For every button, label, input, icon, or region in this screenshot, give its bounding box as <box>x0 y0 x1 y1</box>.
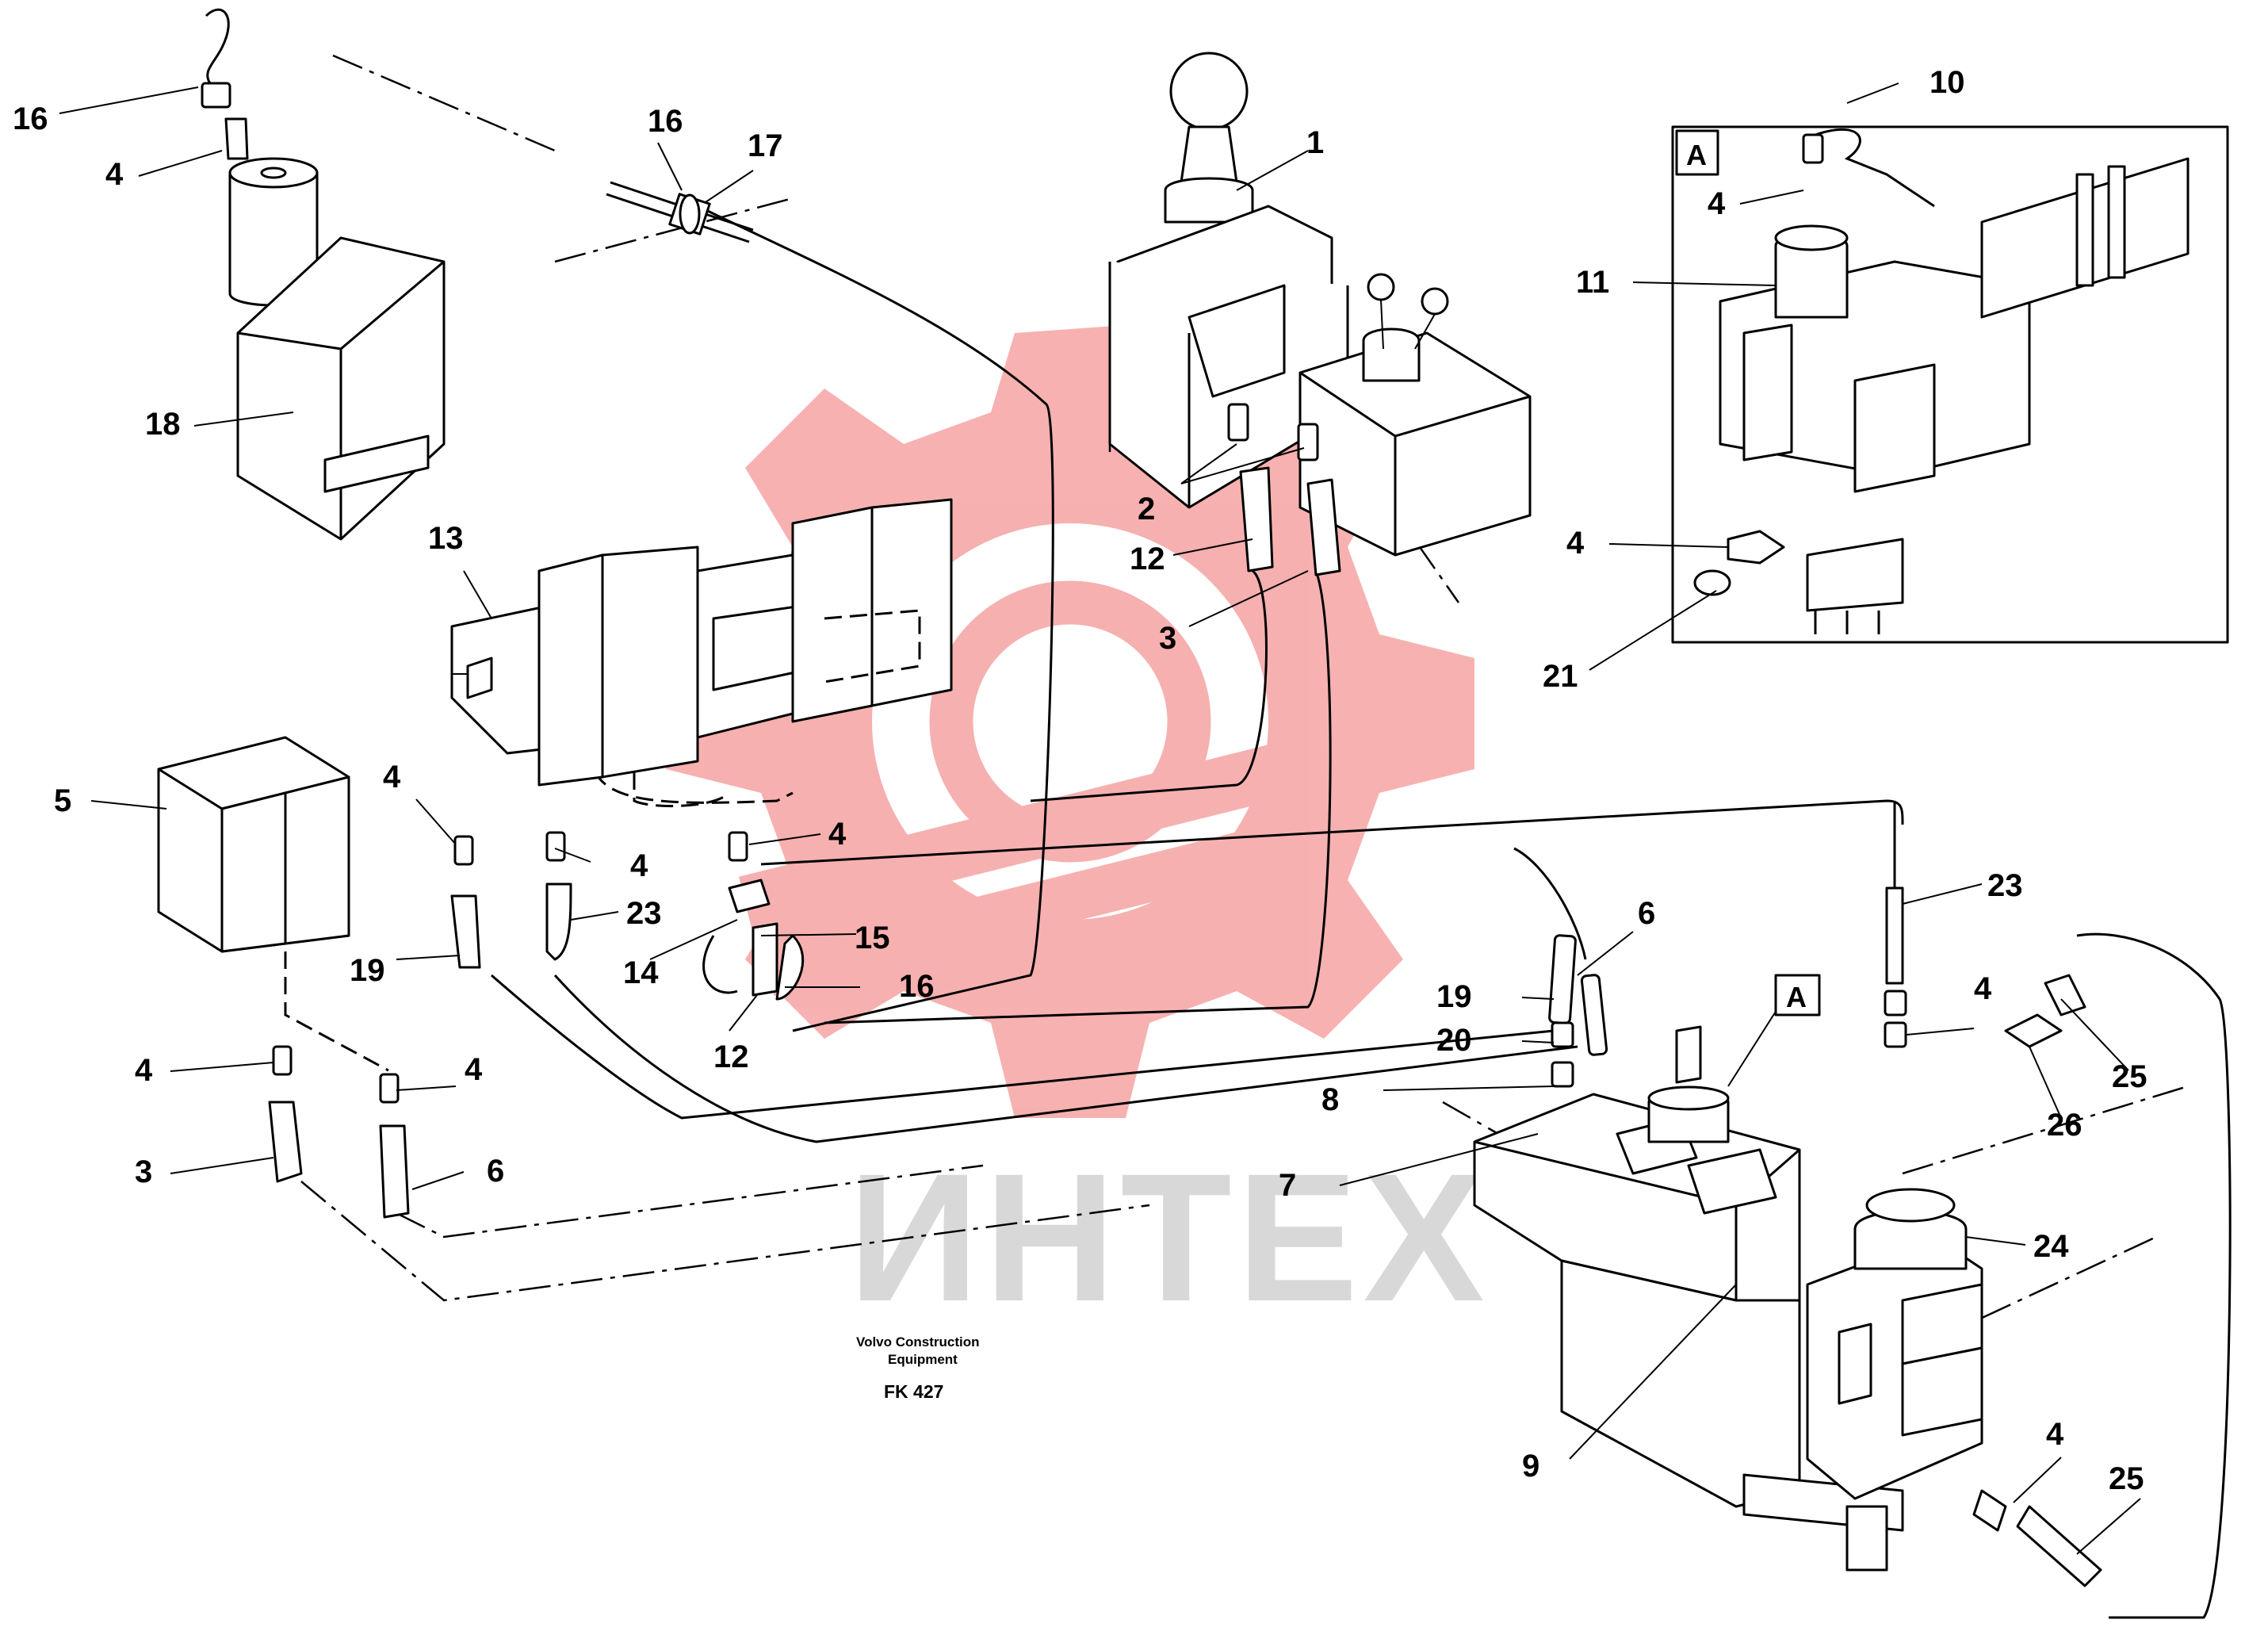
part-label-23: 23 <box>1987 868 2023 903</box>
part-label-7: 7 <box>1279 1168 1296 1203</box>
solenoid-valve-bank-13 <box>450 498 953 787</box>
part-label-4: 4 <box>105 157 124 192</box>
part-label-3: 3 <box>1159 621 1176 656</box>
part-label-11: 11 <box>1576 265 1609 300</box>
part-label-3: 3 <box>135 1154 152 1189</box>
part-label-9: 9 <box>1522 1449 1539 1484</box>
watermark-text: ИНТЕХ <box>848 1135 1490 1339</box>
part-label-4: 4 <box>828 817 847 852</box>
part-label-12: 12 <box>713 1039 749 1074</box>
inset-marker-label: A <box>1686 139 1707 171</box>
part-label-8: 8 <box>1321 1082 1339 1117</box>
inset-detail-a: A <box>1671 125 2229 644</box>
part-label-4: 4 <box>1566 526 1585 561</box>
part-label-13: 13 <box>428 521 464 556</box>
detail-marker-label: A <box>1786 981 1807 1013</box>
hose-assembly-mid <box>268 831 805 1219</box>
caption: Volvo Construction Equipment FK 427 <box>856 1334 980 1402</box>
valve-block-5 <box>157 736 350 953</box>
hose-clamp-17 <box>606 181 754 243</box>
caption-line2: Equipment <box>888 1352 958 1367</box>
part-label-2: 2 <box>1138 492 1155 526</box>
part-label-10: 10 <box>1930 65 1965 100</box>
part-label-12: 12 <box>1130 542 1165 576</box>
part-label-16: 16 <box>13 101 48 136</box>
label-leaders <box>59 82 2141 1555</box>
part-label-4: 4 <box>2046 1417 2064 1452</box>
caption-code: FK 427 <box>884 1381 943 1402</box>
part-label-16: 16 <box>648 104 683 139</box>
part-label-16: 16 <box>899 969 935 1004</box>
part-label-19: 19 <box>350 953 385 988</box>
part-label-6: 6 <box>1638 896 1655 931</box>
pilot-fittings-2 <box>1227 403 1341 576</box>
control-lever-1 <box>1108 52 1532 557</box>
fittings-bottom-right <box>1548 886 2102 1587</box>
part-label-4: 4 <box>1708 186 1726 221</box>
part-label-6: 6 <box>487 1154 504 1189</box>
valve-24 <box>1806 1188 1983 1500</box>
part-label-4: 4 <box>465 1052 483 1087</box>
part-labels: 16 4 18 16 17 1 2 12 3 13 5 4 4 4 23 19 … <box>13 65 2148 1496</box>
part-label-20: 20 <box>1436 1023 1472 1058</box>
solenoid-valve-18 <box>201 8 446 541</box>
part-label-4: 4 <box>630 848 648 883</box>
part-label-24: 24 <box>2033 1229 2069 1264</box>
main-valve-9 <box>1473 1025 1904 1572</box>
part-label-5: 5 <box>54 783 71 818</box>
part-label-4: 4 <box>135 1053 153 1088</box>
caption-line1: Volvo Construction <box>856 1334 980 1350</box>
part-label-26: 26 <box>2047 1108 2083 1143</box>
part-label-25: 25 <box>2112 1059 2148 1094</box>
part-label-19: 19 <box>1436 979 1472 1014</box>
detail-marker-a: A <box>1774 974 1821 1017</box>
part-label-18: 18 <box>145 407 181 442</box>
part-label-17: 17 <box>748 128 783 163</box>
part-label-14: 14 <box>623 955 659 990</box>
part-label-15: 15 <box>855 921 890 955</box>
part-label-4: 4 <box>383 760 401 794</box>
part-label-25: 25 <box>2109 1461 2144 1496</box>
part-label-23: 23 <box>626 896 662 931</box>
part-label-4: 4 <box>1974 971 1992 1006</box>
part-label-1: 1 <box>1306 125 1324 160</box>
part-label-21: 21 <box>1543 659 1578 694</box>
